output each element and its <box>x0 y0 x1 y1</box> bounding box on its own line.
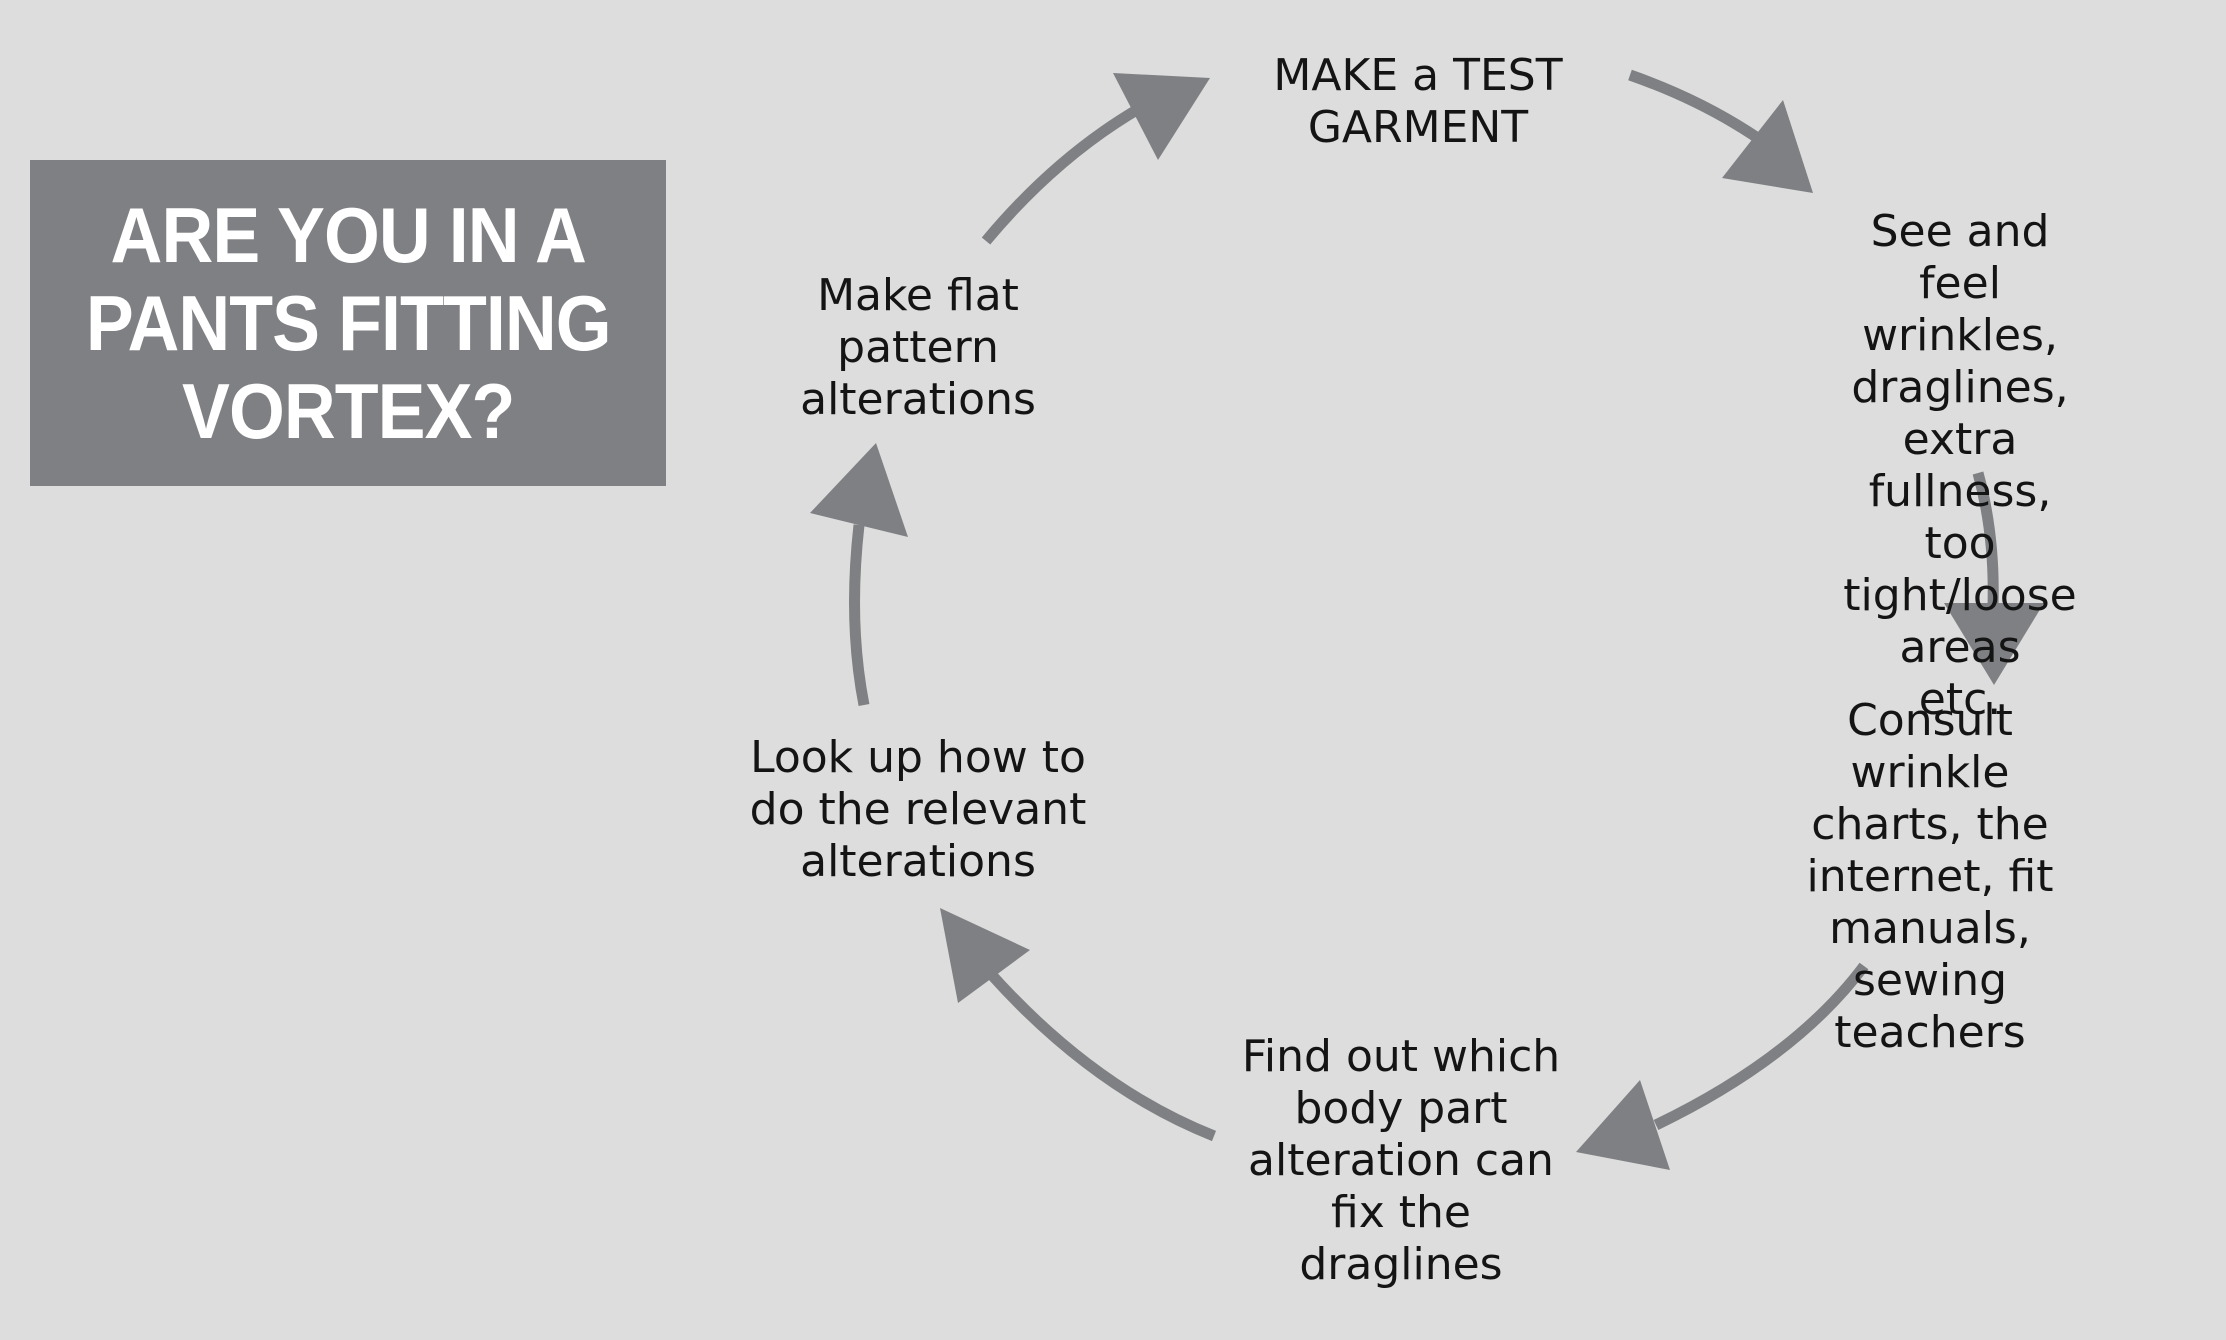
arrow-flat-to-make <box>981 103 1143 245</box>
title-box: ARE YOU IN A PANTS FITTING VORTEX? <box>30 160 666 486</box>
arrowhead-lookup-to-flat <box>810 443 908 537</box>
arrowhead-see-to-consult <box>1944 603 2044 685</box>
step-look-up-alterations: Look up how to do the relevant alteratio… <box>749 732 1087 887</box>
step-make-flat-pattern-alterations: Make flat pattern alterations <box>800 270 1036 425</box>
diagram-title: ARE YOU IN A PANTS FITTING VORTEX? <box>85 191 612 455</box>
arrowhead-consult-to-find <box>1576 1080 1670 1170</box>
step-make-test-garment: MAKE a TEST GARMENT <box>1273 50 1563 153</box>
step-see-and-feel-wrinkles: See and feel wrinkles, draglines, extra … <box>1843 206 2077 725</box>
arrow-find-to-lookup <box>985 969 1217 1142</box>
step-consult-wrinkle-charts: Consult wrinkle charts, the internet, fi… <box>1806 695 2054 1058</box>
arrow-consult-to-find <box>1653 962 1869 1130</box>
step-find-body-part-alteration: Find out which body part alteration can … <box>1241 1031 1561 1290</box>
arrow-make-to-see <box>1628 69 1776 153</box>
arrowhead-flat-to-make <box>1113 73 1210 160</box>
arrow-lookup-to-flat <box>849 524 870 707</box>
arrowhead-make-to-see <box>1722 100 1813 193</box>
arrowhead-find-to-lookup <box>940 908 1030 1003</box>
arrow-see-to-consult <box>1972 471 1999 606</box>
